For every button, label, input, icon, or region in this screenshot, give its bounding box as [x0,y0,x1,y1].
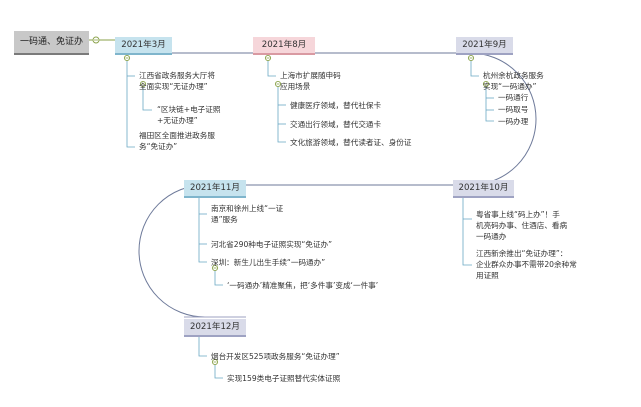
topic-yantai[interactable]: 烟台开发区525项政务服务“免证办理” [211,352,340,361]
topic-jiangxi-hall[interactable]: 江西省政务服务大厅将 全面实现“无证办理” [139,71,215,91]
subtopic-blockchain[interactable]: “区块链+电子证照 +无证办理” [157,105,221,125]
topic-shanghai-code[interactable]: 上海市扩展随申码 应用场景 [280,71,341,91]
topic-futian[interactable]: 福田区全面推进政务服 务“免证办” [139,131,215,151]
topic-yueshengshi[interactable]: 粤省事上线“码上办”！手 机亮码办事、住酒店、看病 一码通办 [476,210,568,241]
root-topic[interactable]: 一码通、免证办 [14,31,89,55]
month-tag-december[interactable]: 2021年12月 [184,319,246,337]
subtopic-one-thing[interactable]: ‘一码通办’精准聚焦，把‘多件事’变成‘一件事’ [227,281,379,290]
subtopic-health[interactable]: 健康医疗领域，替代社保卡 [290,101,382,110]
topic-jiangxi-xinyu[interactable]: 江西新余推出“免证办理”： 企业群众办事不需带20余种常 用证照 [476,249,577,280]
main-timeline-path [130,52,537,318]
month-tag-august[interactable]: 2021年8月 [253,37,315,55]
subtopic-handle[interactable]: 一码办理 [498,117,529,126]
month-tag-november[interactable]: 2021年11月 [184,180,246,198]
subtopic-number[interactable]: 一码取号 [498,105,529,114]
topic-shenzhen[interactable]: 深圳：新生儿出生手续“一码通办” [211,258,326,267]
month-tag-september[interactable]: 2021年9月 [456,37,513,55]
subtopic-culture[interactable]: 文化旅游领域，替代读者证、身份证 [290,138,412,147]
topic-hangzhou-yuhang[interactable]: 杭州余杭政务服务 实现“一码通办” [483,71,544,91]
month-tag-march[interactable]: 2021年3月 [115,37,172,55]
topic-nanjing-xuzhou[interactable]: 南京和徐州上线“一证 通”服务 [211,204,284,224]
topic-hebei[interactable]: 河北省290种电子证照实现“免证办” [211,240,333,249]
subtopic-159-types[interactable]: 实现159类电子证照替代实体证照 [227,374,341,383]
subtopic-pass[interactable]: 一码通行 [498,93,529,102]
subtopic-transport[interactable]: 交通出行领域，替代交通卡 [290,120,382,129]
month-tag-october[interactable]: 2021年10月 [453,180,514,198]
